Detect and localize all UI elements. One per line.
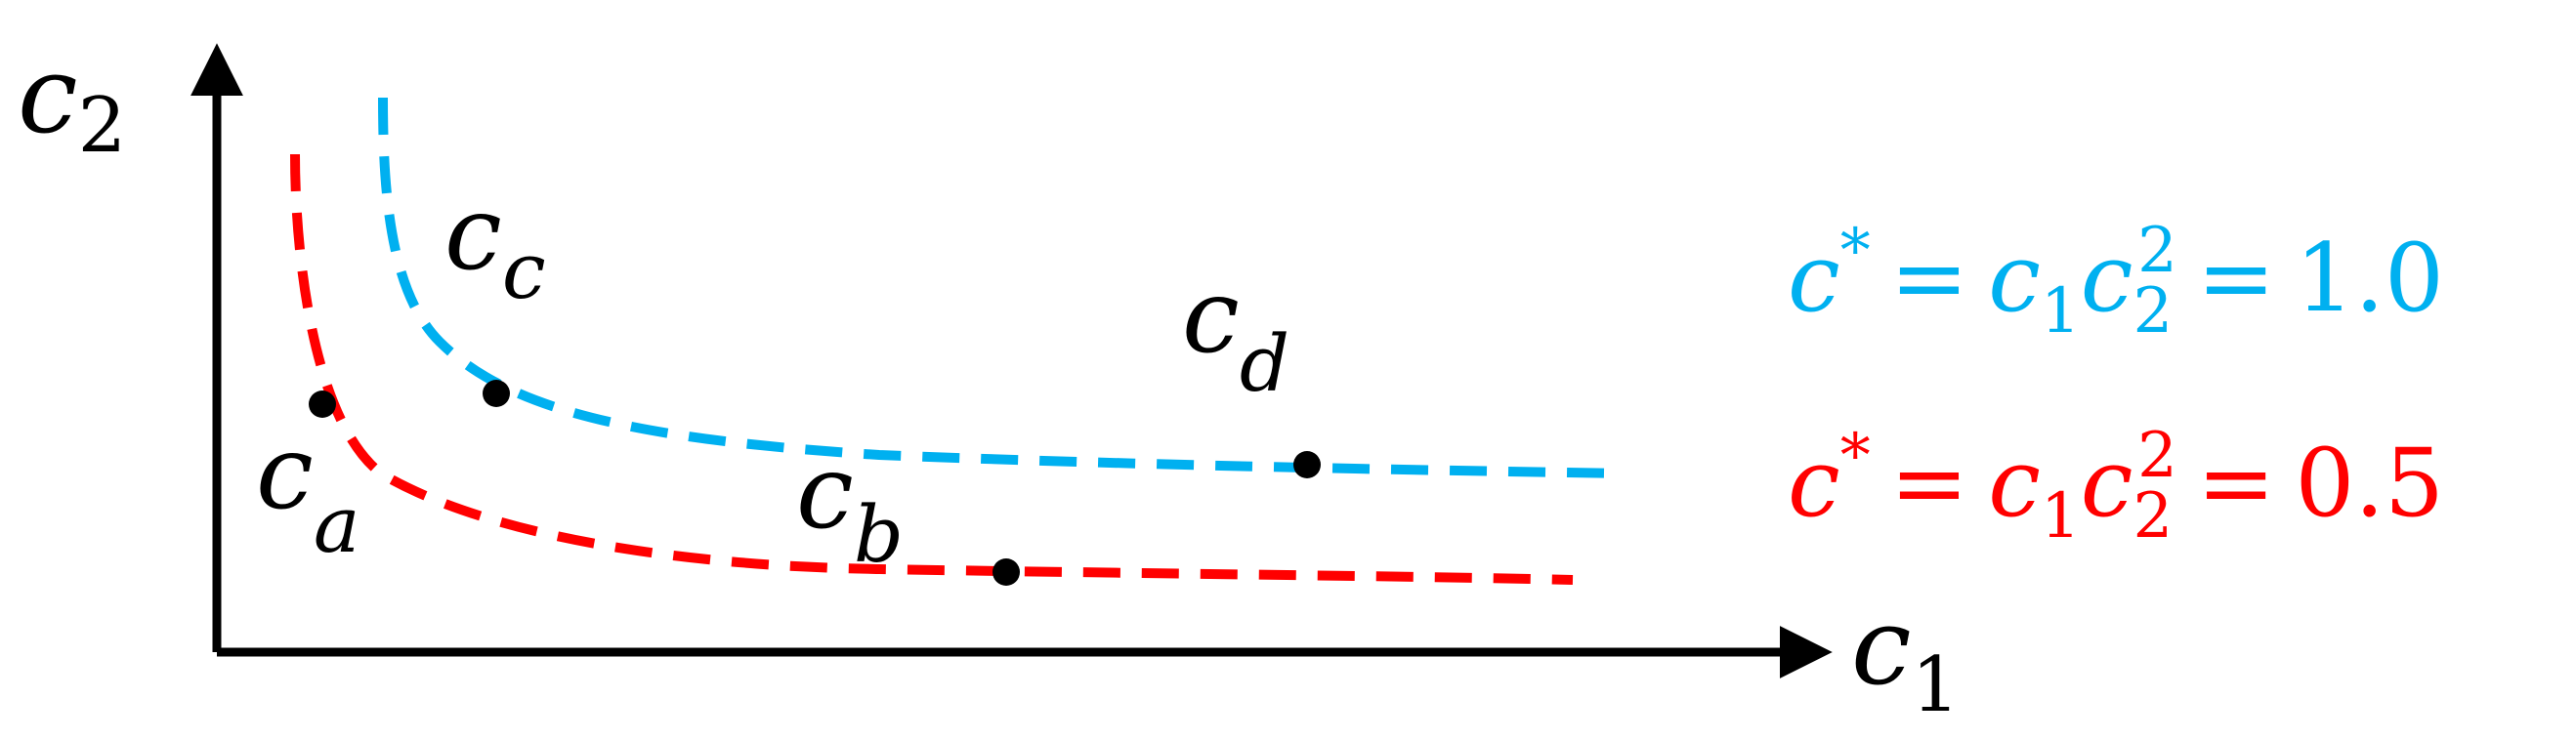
point-b xyxy=(992,558,1020,586)
point-c xyxy=(483,380,510,407)
y-axis-label: c2 xyxy=(18,32,126,170)
point-label-c: cc xyxy=(444,174,546,316)
equation-blue: c*=c1c22=1.0 xyxy=(1788,215,2444,348)
point-label-d: cd xyxy=(1182,257,1289,409)
curve-blue xyxy=(378,97,1623,478)
point-label-a: ca xyxy=(256,413,360,570)
equation-red: c*=c1c22=0.5 xyxy=(1788,420,2444,553)
point-d xyxy=(1293,451,1321,478)
curve-red xyxy=(290,153,1574,585)
point-label-b: cb xyxy=(796,432,904,580)
x-axis-label: c1 xyxy=(1851,584,1960,729)
point-a xyxy=(309,391,336,418)
